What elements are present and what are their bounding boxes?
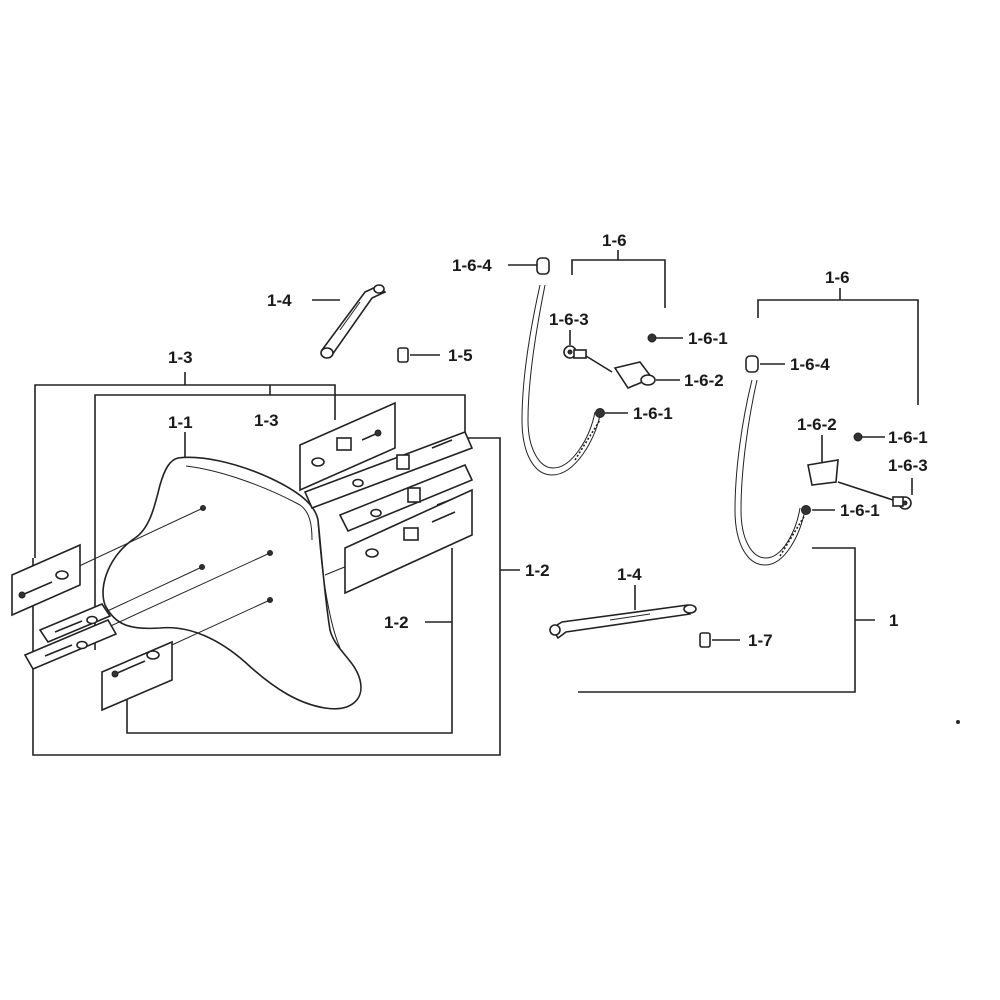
lock-right-leaders — [760, 363, 913, 511]
label-lock-right: 1-6 — [825, 268, 850, 287]
nut-top-part — [397, 347, 409, 363]
bracket-group-outline — [32, 437, 520, 756]
plate-group-outline — [34, 372, 336, 558]
plate-left-strip-b — [23, 618, 118, 671]
label-stay-top: 1-4 — [267, 291, 292, 310]
lock-right-outline — [757, 288, 919, 405]
label-lock-left-bolt: 1-6-3 — [549, 310, 589, 329]
stray-mark — [956, 720, 960, 724]
plate-left-lower — [101, 640, 173, 712]
label-nut-top: 1-5 — [448, 346, 473, 365]
stay-top-part — [320, 284, 387, 359]
label-lock-left-nut-b: 1-6-1 — [633, 404, 673, 423]
label-lock-right-bolt: 1-6-3 — [888, 456, 928, 475]
lock-left-cable — [521, 257, 657, 476]
label-bracket-group: 1-2 — [525, 561, 550, 580]
plate-right-strip-a — [303, 430, 474, 510]
label-lock-left-plate: 1-6-2 — [684, 371, 724, 390]
label-assembly: 1 — [889, 611, 898, 630]
plate-right-strip-b — [338, 463, 474, 533]
nut-bottom-part — [699, 632, 711, 648]
label-lock-left-nut-a: 1-6-1 — [688, 329, 728, 348]
plate-group-inner-outline — [94, 385, 466, 650]
plate-left-upper — [11, 543, 81, 617]
label-nut-bottom: 1-7 — [748, 631, 773, 650]
label-bracket-group-inner: 1-2 — [384, 613, 409, 632]
plate-right-upper — [299, 401, 396, 492]
lock-left-outline — [571, 250, 666, 308]
seat-part — [102, 456, 362, 710]
stay-bottom-part — [549, 604, 697, 640]
label-plate-group: 1-3 — [168, 348, 193, 367]
label-lock-right-nut-b: 1-6-1 — [840, 501, 880, 520]
label-lock-right-plate: 1-6-2 — [797, 415, 837, 434]
label-seat: 1-1 — [168, 413, 193, 432]
label-lock-left-cap: 1-6-4 — [452, 256, 492, 275]
label-plate-group-inner: 1-3 — [254, 411, 279, 430]
labels: 1-3 1-3 1-1 1-4 1-5 1-2 1-2 1-4 1-7 1 1-… — [168, 231, 928, 650]
label-lock-left: 1-6 — [602, 231, 627, 250]
plate-right-lower — [344, 488, 473, 595]
assembly-outline — [578, 547, 875, 693]
label-lock-right-nut-a: 1-6-1 — [888, 428, 928, 447]
lock-right-cable — [734, 355, 912, 566]
bracket-group-inner-outline — [126, 548, 453, 734]
plate-left-strip-a — [38, 603, 112, 643]
label-lock-right-cap: 1-6-4 — [790, 355, 830, 374]
lock-left-leaders — [508, 264, 683, 414]
label-stay-bottom: 1-4 — [617, 565, 642, 584]
